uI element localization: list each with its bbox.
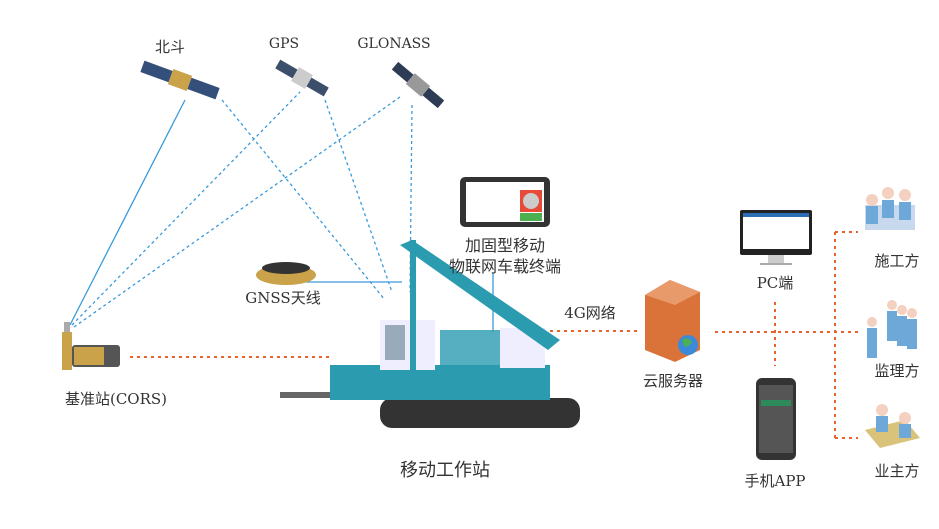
link-gps-base [71, 91, 301, 326]
satellite-label-glonass: GLONASS [357, 36, 431, 52]
party-label-construction: 施工方 [874, 252, 920, 270]
base-station-icon [62, 322, 120, 370]
base-station-label: 基准站(CORS) [64, 390, 168, 408]
network-label: 4G网络 [564, 304, 616, 322]
beidou-satellite-icon [140, 60, 220, 100]
link-beidou-machine [221, 99, 386, 301]
link-beidou-base [69, 99, 186, 326]
party-label-owner: 业主方 [874, 462, 920, 480]
phone-app-icon [756, 378, 796, 460]
terminal-tablet-icon [460, 177, 550, 227]
construction-party-icon [865, 187, 915, 230]
pc-monitor-icon [740, 210, 812, 265]
phone-label: 手机APP [744, 472, 806, 490]
owner-party-icon [865, 404, 920, 448]
party-label-supervision: 监理方 [874, 362, 920, 380]
supervision-party-icon [867, 300, 917, 358]
link-glonass-machine [409, 104, 413, 293]
satellite-links [69, 91, 494, 332]
pc-label: PC端 [756, 274, 794, 292]
satellite-label-gps: GPS [268, 36, 300, 52]
mobile-station-machine-icon [280, 240, 580, 428]
glonass-satellite-icon [391, 61, 445, 109]
link-gps-machine [324, 99, 393, 293]
network-links [130, 231, 860, 439]
antenna-label: GNSS天线 [245, 289, 321, 307]
cloud-server-icon [645, 280, 700, 362]
link-glonass-base [73, 96, 401, 328]
server-label: 云服务器 [642, 372, 704, 390]
gnss-antenna-icon [256, 262, 316, 285]
terminal-label-line1: 加固型移动 [464, 236, 546, 255]
satellite-label-beidou: 北斗 [154, 38, 186, 56]
gps-satellite-icon [275, 59, 329, 97]
terminal-label-line2: 物联网车载终端 [448, 257, 562, 276]
mobile-station-label: 移动工作站 [400, 460, 490, 481]
